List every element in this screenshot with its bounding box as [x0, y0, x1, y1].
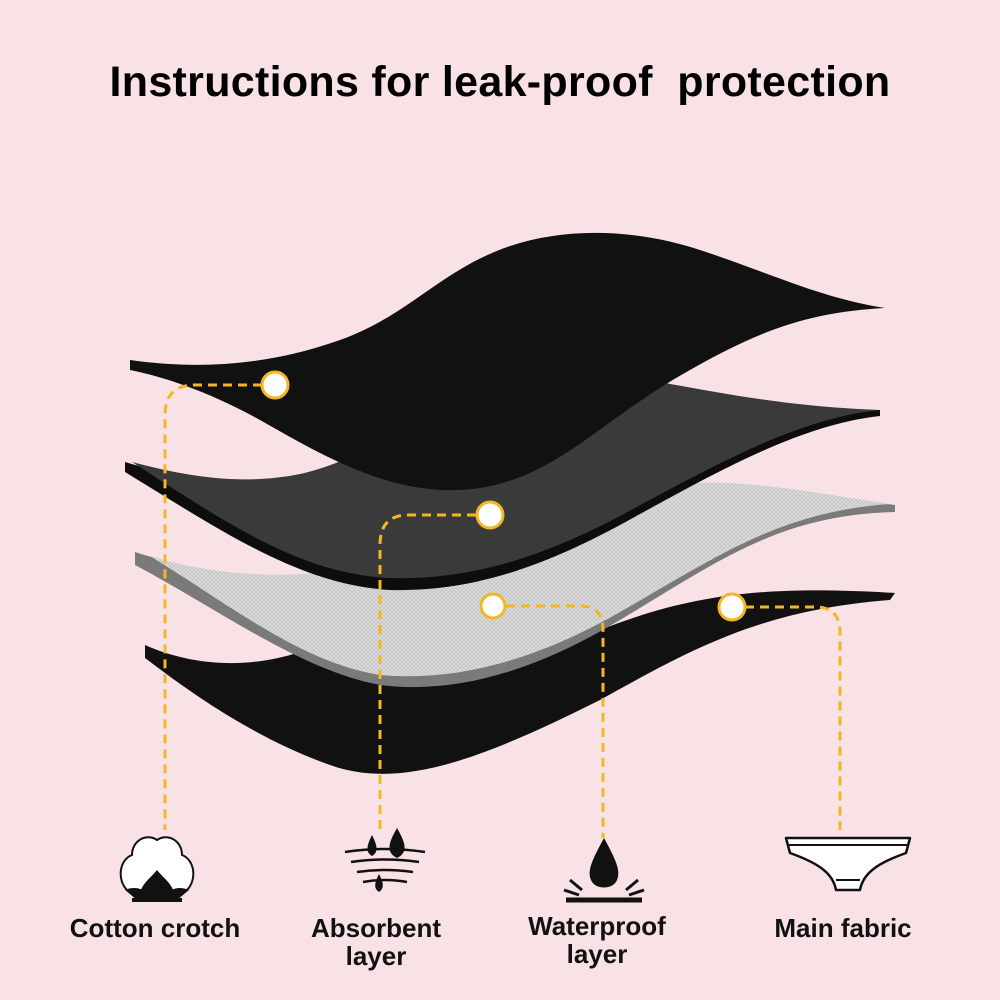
absorbent-marker [475, 500, 505, 530]
water-drops-icon [344, 828, 426, 892]
page-title: Instructions for leak-proof protection [109, 58, 891, 106]
label-main-fabric: Main fabric [774, 913, 912, 943]
waterproof-marker [479, 592, 507, 620]
main-fabric-layer [145, 590, 895, 774]
waterproof-connector [506, 604, 605, 838]
cotton-crotch-layer [130, 232, 885, 491]
cotton-marker [260, 370, 290, 400]
cotton-connector [163, 383, 262, 830]
label-absorbent-layer: Absorbent layer [311, 913, 441, 971]
fabric-marker [717, 592, 747, 622]
waterproof-layer [150, 482, 890, 677]
underwear-icon [784, 836, 912, 892]
label-cotton-crotch: Cotton crotch [69, 913, 241, 943]
label-waterproof-layer: Waterproof layer [528, 911, 666, 969]
cotton-flower-icon [119, 836, 195, 902]
water-drop-splash-icon [563, 838, 645, 903]
fabric-connector [745, 605, 842, 830]
absorbent-connector [378, 513, 476, 830]
